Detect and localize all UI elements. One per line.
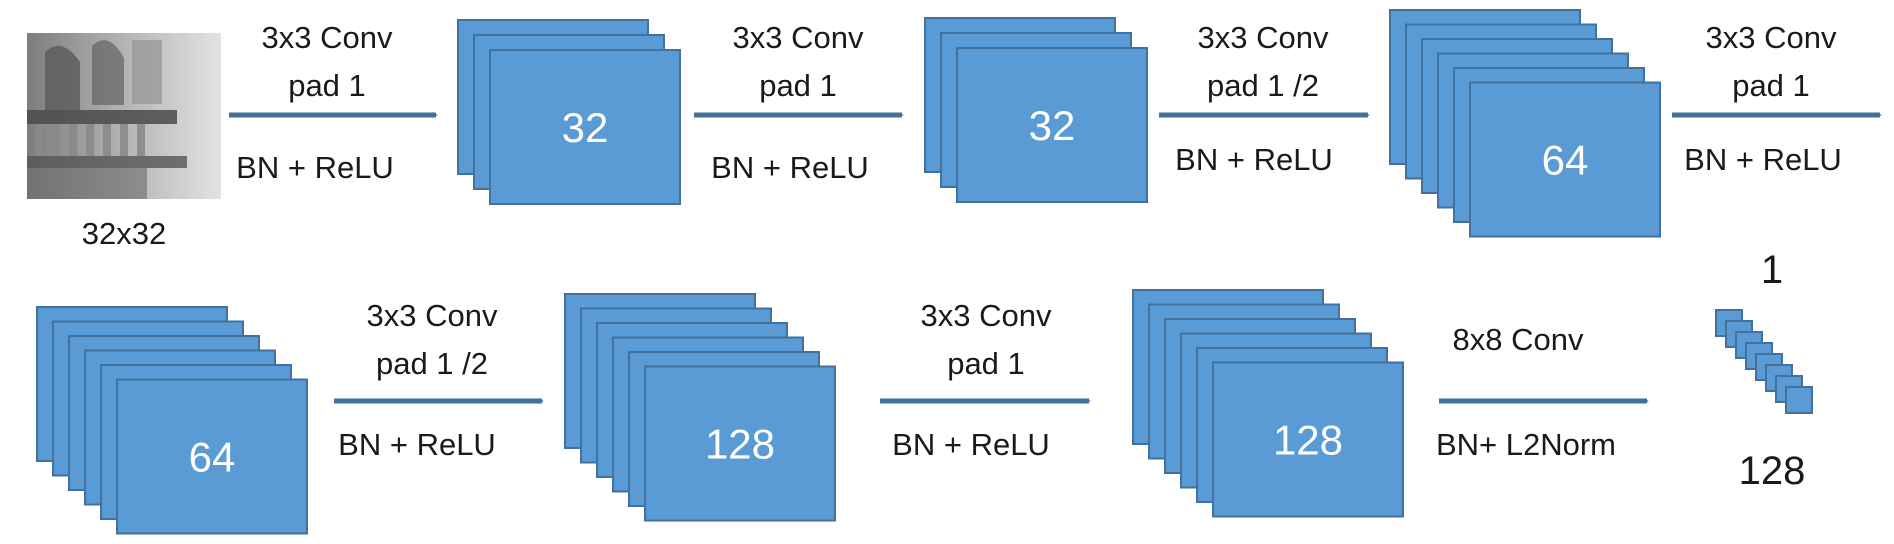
feature-map-stack-2: 32 xyxy=(924,17,1148,203)
layer-4-norm: BN + ReLU xyxy=(1684,142,1842,177)
layer-1-op: 3x3 Conv xyxy=(262,20,393,55)
layer-7-norm: BN+ L2Norm xyxy=(1436,427,1616,462)
feature-map-layer xyxy=(1212,361,1404,518)
layer-4-pad: pad 1 xyxy=(1732,68,1810,103)
layer-label-7: 8x8 Conv BN+ L2Norm xyxy=(1436,322,1616,462)
layer-6-norm: BN + ReLU xyxy=(892,427,1050,462)
layer-3-op: 3x3 Conv xyxy=(1198,20,1329,55)
layer-1-norm: BN + ReLU xyxy=(236,150,394,185)
layer-label-2: 3x3 Conv pad 1 BN + ReLU xyxy=(711,20,869,185)
layer-5-op: 3x3 Conv xyxy=(367,298,498,333)
feature-map-channels-label: 64 xyxy=(189,434,236,481)
feature-map-channels-label: 128 xyxy=(1273,417,1343,464)
layer-6-pad: pad 1 xyxy=(947,346,1025,381)
layer-label-5: 3x3 Conv pad 1 /2 BN + ReLU xyxy=(338,298,498,462)
feature-map-channels-label: 64 xyxy=(1542,137,1589,184)
layer-2-norm: BN + ReLU xyxy=(711,150,869,185)
layer-7-op: 8x8 Conv xyxy=(1453,322,1584,357)
layer-label-4: 3x3 Conv pad 1 BN + ReLU xyxy=(1684,20,1842,177)
feature-map-layer xyxy=(1469,81,1661,238)
feature-map-layer xyxy=(116,378,308,535)
output-dim-label: 128 xyxy=(1739,449,1806,493)
layer-5-norm: BN + ReLU xyxy=(338,427,496,462)
layer-2-pad: pad 1 xyxy=(759,68,837,103)
feature-map-layer xyxy=(956,47,1148,203)
layer-3-pad: pad 1 /2 xyxy=(1207,68,1319,103)
layer-3-norm: BN + ReLU xyxy=(1175,142,1333,177)
layer-4-op: 3x3 Conv xyxy=(1706,20,1837,55)
feature-map-channels-label: 32 xyxy=(562,104,609,151)
layer-1-pad: pad 1 xyxy=(288,68,366,103)
feature-map-stack-6: 128 xyxy=(1132,289,1404,518)
feature-map-stack-5: 128 xyxy=(564,293,836,522)
layer-label-3: 3x3 Conv pad 1 /2 BN + ReLU xyxy=(1175,20,1333,177)
feature-map-stack-3: 64 xyxy=(1389,9,1661,238)
feature-map-stack-4: 64 xyxy=(36,306,308,535)
output-depth-label: 1 xyxy=(1761,248,1783,292)
feature-map-channels-label: 32 xyxy=(1029,102,1076,149)
feature-map-layer xyxy=(644,365,836,522)
output-descriptor-stack xyxy=(1715,309,1813,414)
feature-map-channels-label: 128 xyxy=(705,421,775,468)
layer-label-6: 3x3 Conv pad 1 BN + ReLU xyxy=(892,298,1052,462)
output-descriptor-cell xyxy=(1785,386,1813,414)
input-image xyxy=(27,33,221,199)
layer-label-1: 3x3 Conv pad 1 BN + ReLU xyxy=(236,20,394,185)
layer-6-op: 3x3 Conv xyxy=(921,298,1052,333)
layer-2-op: 3x3 Conv xyxy=(733,20,864,55)
input-size-label: 32x32 xyxy=(82,216,166,251)
feature-map-layer xyxy=(489,49,681,205)
feature-map-stack-1: 32 xyxy=(457,19,681,205)
layer-5-pad: pad 1 /2 xyxy=(376,346,488,381)
